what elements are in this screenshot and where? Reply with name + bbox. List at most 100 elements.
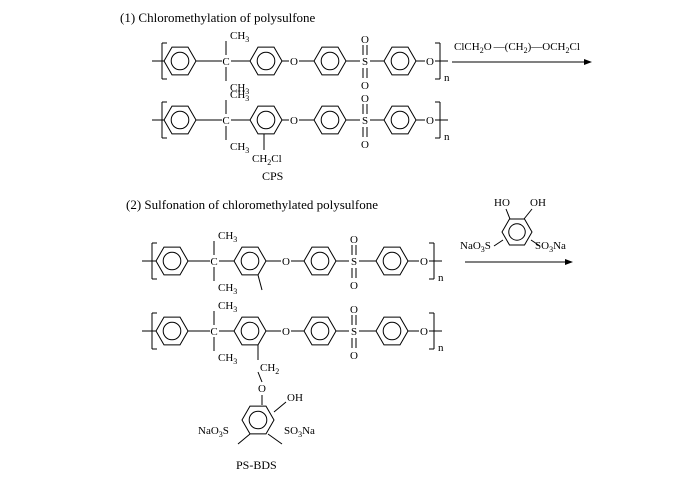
methyl-bottom: CH3 bbox=[218, 282, 237, 296]
ring-aromatic-circle bbox=[320, 51, 340, 71]
ring-hexagon bbox=[375, 316, 409, 346]
chloromethyl-stub bbox=[257, 274, 263, 291]
ring-aromatic-circle bbox=[320, 110, 340, 130]
hydroxyl-bond bbox=[523, 208, 533, 220]
chloromethyl-group: CH2Cl bbox=[252, 153, 282, 167]
methyl-top: CH3 bbox=[218, 230, 237, 244]
sulfonyl-oxygen-top: O bbox=[350, 234, 358, 246]
benzene-ring bbox=[163, 46, 197, 76]
section1-title: (1) Chloromethylation of polysulfone bbox=[120, 10, 316, 25]
repeat-n: n bbox=[438, 272, 444, 284]
cps-label: CPS bbox=[262, 169, 283, 183]
methyl-bottom: CH3 bbox=[218, 352, 237, 366]
ring-aromatic-circle bbox=[162, 321, 182, 341]
hydroxyl-bond bbox=[505, 208, 511, 220]
hydroxyl-group: OH bbox=[287, 392, 303, 404]
sulfur-atom: S bbox=[351, 326, 357, 338]
benzene-ring bbox=[313, 46, 347, 76]
methyl-top: CH3 bbox=[230, 30, 249, 44]
pendant-ether-oxygen: O bbox=[258, 383, 266, 395]
ring-aromatic-circle bbox=[382, 251, 402, 271]
ring-hexagon bbox=[303, 316, 337, 346]
sulfonyl-oxygen-top: O bbox=[361, 93, 369, 105]
sulfur-atom: S bbox=[351, 256, 357, 268]
repeat-n: n bbox=[444, 72, 450, 84]
benzene-ring bbox=[249, 46, 283, 76]
repeat-n: n bbox=[444, 131, 450, 143]
sulfur-atom: S bbox=[362, 56, 368, 68]
ring-hexagon bbox=[155, 316, 189, 346]
benzene-ring bbox=[163, 105, 197, 135]
ether-oxygen: O bbox=[420, 256, 428, 268]
reagent-sulfonate-right: SO3Na bbox=[535, 240, 566, 254]
sulfonate-bond bbox=[237, 433, 251, 445]
psbds-label: PS-BDS bbox=[236, 458, 277, 472]
reagent-sulfonate-left: NaO3S bbox=[460, 240, 491, 254]
ring-hexagon bbox=[313, 105, 347, 135]
benzene-ring bbox=[383, 46, 417, 76]
ring-hexagon bbox=[163, 105, 197, 135]
reaction1-arrow bbox=[452, 59, 592, 65]
benzene-ring bbox=[155, 316, 189, 346]
sulfur-atom: S bbox=[362, 115, 368, 127]
methylene-group: CH2 bbox=[260, 362, 279, 376]
benzene-ring bbox=[233, 246, 267, 276]
ether-oxygen: O bbox=[420, 326, 428, 338]
ring-hexagon bbox=[233, 316, 267, 346]
ether-oxygen: O bbox=[282, 326, 290, 338]
ring-hexagon bbox=[241, 405, 275, 435]
ring-hexagon bbox=[303, 246, 337, 276]
benzene-ring bbox=[501, 218, 533, 246]
ring-aromatic-circle bbox=[170, 51, 190, 71]
benzene-ring bbox=[233, 316, 267, 346]
benzene-ring bbox=[313, 105, 347, 135]
methyl-top: CH3 bbox=[230, 89, 249, 103]
ring-aromatic-circle bbox=[390, 51, 410, 71]
ring-aromatic-circle bbox=[248, 410, 268, 430]
ring-aromatic-circle bbox=[390, 110, 410, 130]
ring-hexagon bbox=[249, 105, 283, 135]
ring-aromatic-circle bbox=[310, 251, 330, 271]
hydroxyl-bond bbox=[273, 401, 287, 413]
sulfonyl-oxygen-bottom: O bbox=[350, 280, 358, 292]
ring-hexagon bbox=[501, 218, 533, 246]
ether-oxygen: O bbox=[290, 56, 298, 68]
repeat-n: n bbox=[438, 342, 444, 354]
ring-hexagon bbox=[383, 46, 417, 76]
ring-hexagon bbox=[155, 246, 189, 276]
reaction2-arrow bbox=[465, 259, 573, 265]
ring-hexagon bbox=[233, 246, 267, 276]
benzene-ring bbox=[241, 405, 275, 435]
methyl-top: CH3 bbox=[218, 300, 237, 314]
sulfonate-bond bbox=[493, 239, 504, 247]
ring-hexagon bbox=[313, 46, 347, 76]
sodium-sulfonate-left: NaO3S bbox=[198, 425, 229, 439]
methyl-bottom: CH3 bbox=[230, 141, 249, 155]
sulfonyl-oxygen-bottom: O bbox=[350, 350, 358, 362]
ring-aromatic-circle bbox=[240, 321, 260, 341]
benzene-ring bbox=[375, 246, 409, 276]
ring-hexagon bbox=[383, 105, 417, 135]
benzene-ring bbox=[375, 316, 409, 346]
benzene-ring bbox=[383, 105, 417, 135]
ring-aromatic-circle bbox=[240, 251, 260, 271]
methyl-bottom: CH3 bbox=[230, 82, 249, 96]
benzene-ring bbox=[303, 246, 337, 276]
quaternary-carbon: C bbox=[222, 56, 229, 68]
ring-aromatic-circle bbox=[310, 321, 330, 341]
sulfonyl-oxygen-top: O bbox=[350, 304, 358, 316]
quaternary-carbon: C bbox=[210, 326, 217, 338]
quaternary-carbon: C bbox=[222, 115, 229, 127]
benzene-ring bbox=[155, 246, 189, 276]
reagent-hydroxyl-right: OH bbox=[530, 197, 546, 209]
section2-title: (2) Sulfonation of chloromethylated poly… bbox=[126, 197, 378, 212]
ether-oxygen: O bbox=[282, 256, 290, 268]
ring-aromatic-circle bbox=[170, 110, 190, 130]
ether-oxygen: O bbox=[426, 56, 434, 68]
